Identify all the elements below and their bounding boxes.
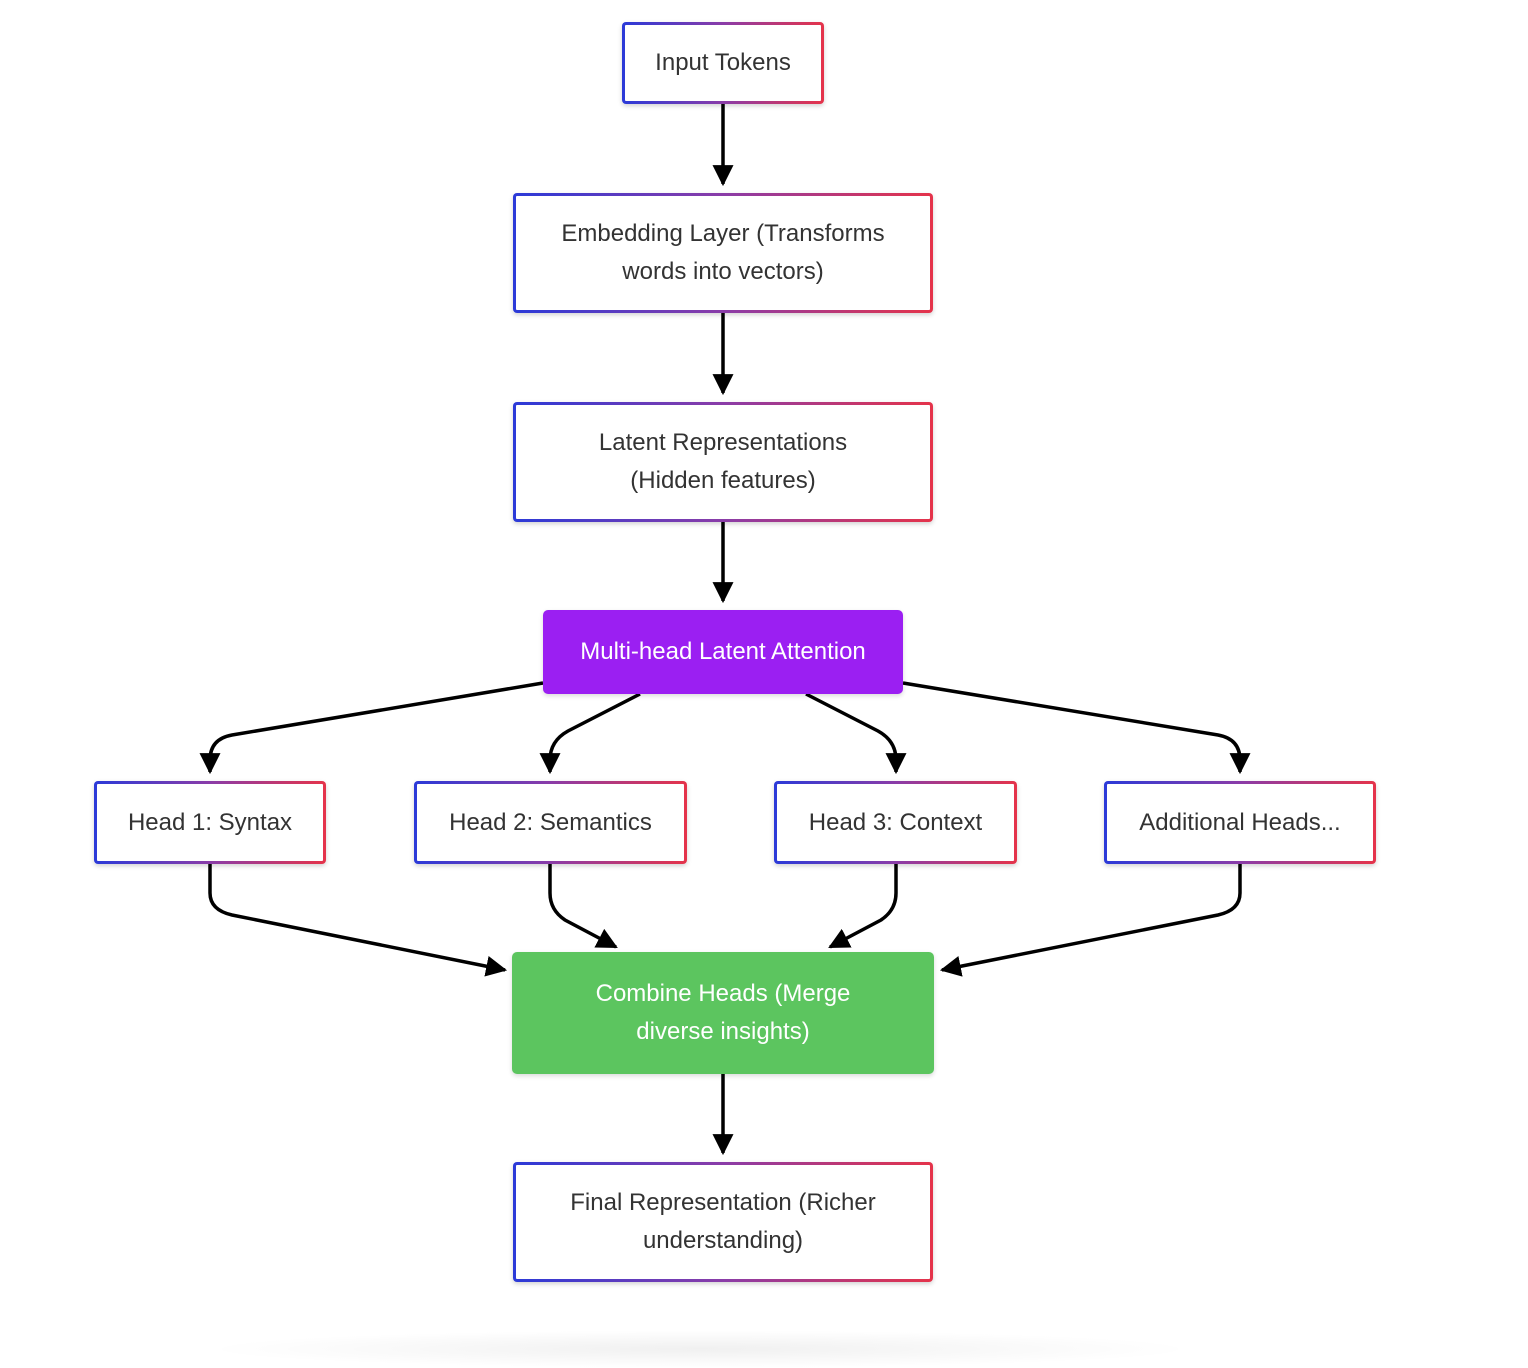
edge-attention-head-more	[902, 681, 1251, 775]
node-attention-label: Multi-head Latent Attention	[580, 638, 866, 665]
node-embedding-layer: Embedding Layer (Transforms words into v…	[513, 193, 933, 313]
edge-head1-combine	[208, 864, 508, 977]
node-combine-line2: diverse insights)	[636, 1018, 810, 1045]
node-embedding-line2: words into vectors)	[622, 258, 824, 285]
node-multi-head-attention: Multi-head Latent Attention	[543, 610, 903, 694]
edge-head-more-combine	[939, 864, 1242, 977]
node-additional-heads-label: Additional Heads...	[1139, 808, 1341, 836]
node-embedding-line1: Embedding Layer (Transforms	[561, 220, 885, 247]
node-latent-line2: (Hidden features)	[630, 467, 816, 494]
node-head-1: Head 1: Syntax	[94, 781, 326, 864]
node-combine-line1: Combine Heads (Merge	[595, 980, 851, 1007]
node-latent-representations: Latent Representations (Hidden features)	[513, 402, 933, 522]
node-final-representation: Final Representation (Richer understandi…	[513, 1162, 933, 1282]
edge-head2-combine	[548, 864, 618, 949]
node-final-line1: Final Representation (Richer	[570, 1189, 876, 1216]
node-final-line2: understanding)	[642, 1227, 804, 1254]
node-latent-line1: Latent Representations	[598, 429, 848, 456]
node-head-2: Head 2: Semantics	[414, 781, 687, 864]
node-input-tokens: Input Tokens	[622, 22, 824, 104]
edge-head3-combine	[828, 864, 898, 949]
node-head-3-label: Head 3: Context	[808, 808, 983, 836]
edge-attention-head3	[805, 692, 907, 775]
bottom-shadow	[200, 1330, 1200, 1368]
node-head-3: Head 3: Context	[774, 781, 1017, 864]
node-head-1-label: Head 1: Syntax	[127, 808, 293, 836]
edge-attention-head2	[539, 692, 641, 775]
edge-attention-head1	[199, 681, 544, 775]
node-input-tokens-label: Input Tokens	[655, 49, 791, 76]
node-combine-heads: Combine Heads (Merge diverse insights)	[512, 952, 934, 1074]
node-additional-heads: Additional Heads...	[1104, 781, 1376, 864]
node-head-2-label: Head 2: Semantics	[449, 808, 652, 836]
